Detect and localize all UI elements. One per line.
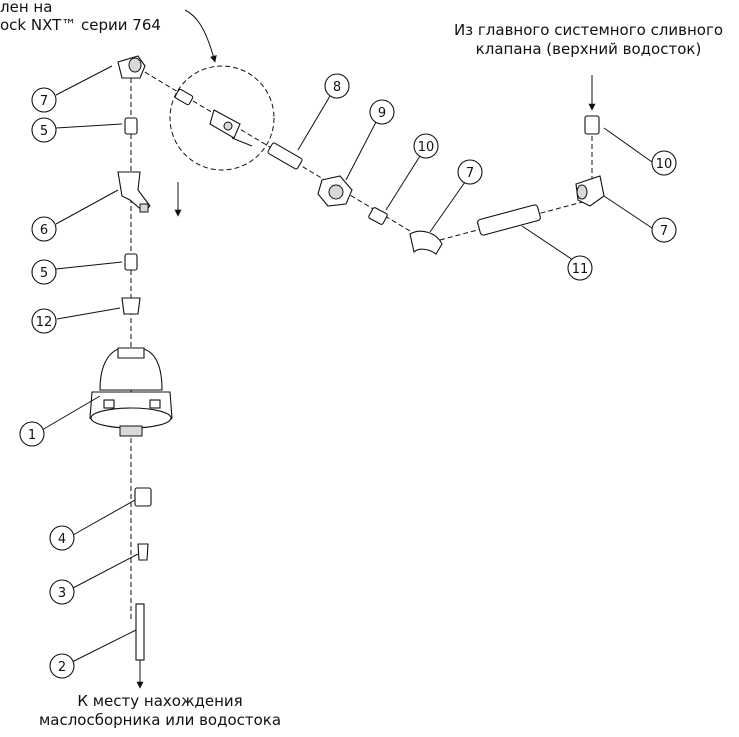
nipple-part-right [584, 115, 600, 135]
nipple-part-lower [124, 253, 138, 271]
elbow-part-right [575, 175, 605, 207]
svg-text:4: 4 [58, 532, 66, 547]
elbow-part-top [117, 55, 146, 79]
callout-2: 2 [49, 653, 75, 679]
callout-5-b: 5 [31, 259, 57, 285]
pipe-part [477, 204, 541, 236]
fitting-part [137, 543, 149, 561]
strainer-valve-part [117, 171, 151, 213]
callout-8: 8 [324, 73, 350, 99]
svg-text:7: 7 [660, 224, 668, 239]
callout-6: 6 [31, 216, 57, 242]
detail-circle [169, 65, 275, 171]
svg-text:5: 5 [40, 266, 48, 281]
drain-cup-body [89, 347, 173, 437]
elbow-part-mid [409, 230, 443, 255]
callout-3: 3 [49, 579, 75, 605]
top-left-label-line2: ock NXT™ серии 764 [0, 16, 161, 34]
svg-text:9: 9 [378, 106, 386, 121]
nipple-part-upper [124, 117, 138, 135]
top-left-label-line1: лен на [0, 0, 53, 16]
callout-leaders [41, 65, 653, 663]
adapter-part [134, 487, 152, 507]
svg-text:3: 3 [58, 586, 66, 601]
callout-1: 1 [19, 421, 45, 447]
long-nipple-part [267, 142, 303, 170]
svg-text:6: 6 [40, 223, 48, 238]
svg-text:2: 2 [58, 660, 66, 675]
callout-7-mid: 7 [457, 159, 483, 185]
nipple-part-mid [368, 207, 388, 225]
svg-text:8: 8 [333, 80, 341, 95]
svg-text:1: 1 [28, 428, 36, 443]
svg-text:7: 7 [40, 94, 48, 109]
bushing-part [121, 297, 141, 315]
callout-4: 4 [49, 525, 75, 551]
top-right-label-line1: Из главного системного сливного [453, 21, 724, 39]
svg-text:10: 10 [656, 157, 673, 172]
svg-text:12: 12 [36, 315, 53, 330]
callout-bubbles: 7 5 6 5 12 1 4 3 [19, 73, 677, 679]
svg-text:11: 11 [572, 262, 589, 277]
bottom-label-line2: маслосборника или водостока [38, 711, 282, 729]
callout-9: 9 [369, 99, 395, 125]
detail-nipple [174, 88, 194, 106]
callout-10-a: 10 [413, 133, 439, 159]
tube-part [135, 603, 145, 661]
callout-5-a: 5 [31, 117, 57, 143]
callout-10-b: 10 [651, 150, 677, 176]
svg-text:10: 10 [418, 140, 435, 155]
union-part [317, 175, 353, 207]
callout-11: 11 [567, 255, 593, 281]
top-left-leader [184, 9, 217, 63]
svg-text:7: 7 [466, 166, 474, 181]
svg-text:5: 5 [40, 124, 48, 139]
callout-7-top: 7 [31, 87, 57, 113]
bottom-label-line1: К месту нахождения [77, 692, 243, 710]
callout-12: 12 [31, 308, 57, 334]
callout-7-right: 7 [651, 217, 677, 243]
top-right-label-line2: клапана (верхний водосток) [475, 40, 702, 58]
ball-valve-part [209, 109, 253, 147]
right-diagonal-centerline [439, 199, 591, 241]
